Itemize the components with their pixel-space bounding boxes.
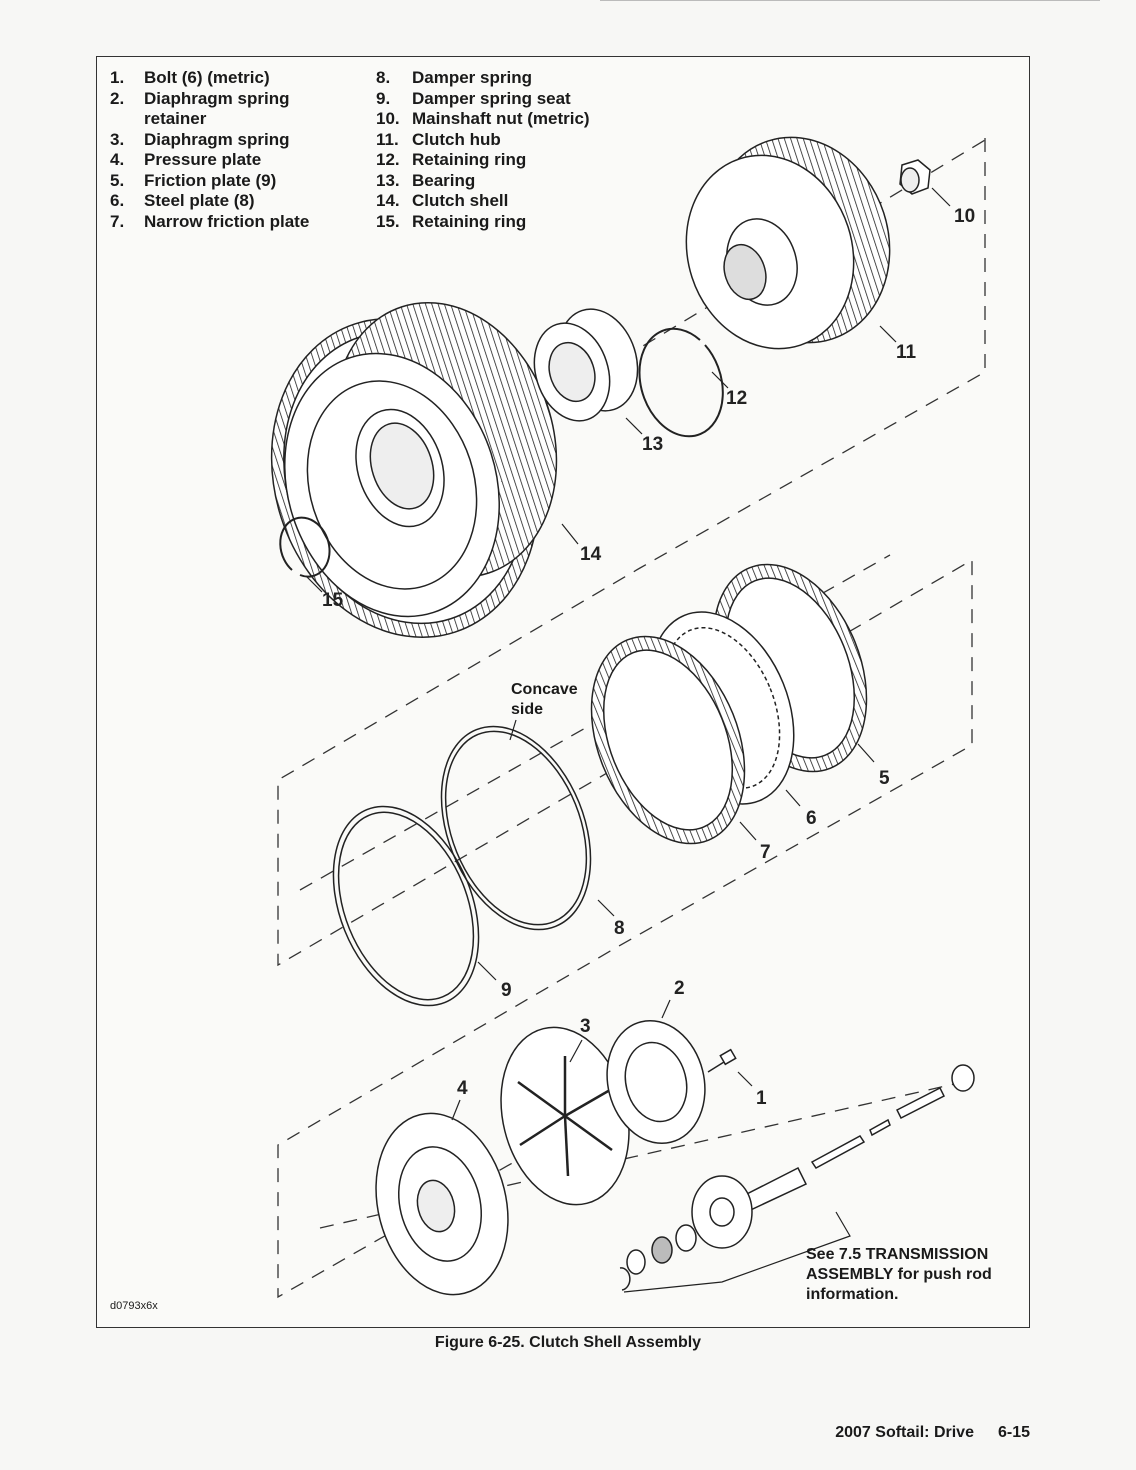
retaining-ring-upper bbox=[638, 327, 724, 438]
legend-label: Diaphragm spring bbox=[144, 129, 290, 149]
bolt bbox=[707, 1048, 737, 1073]
legend-label: Damper spring bbox=[412, 68, 532, 87]
callout-10: 10 bbox=[954, 206, 975, 227]
bearing bbox=[533, 308, 639, 422]
page-footer: 2007 Softail: Drive 6-15 bbox=[835, 1424, 1030, 1442]
callout-8: 8 bbox=[614, 918, 625, 939]
legend-number: 8. bbox=[376, 68, 391, 87]
legend-label: Mainshaft nut (metric) bbox=[412, 109, 590, 128]
callout-1: 1 bbox=[756, 1088, 767, 1109]
legend-number: 1. bbox=[110, 68, 125, 87]
push-rod-assembly bbox=[619, 1064, 975, 1291]
callout-11: 11 bbox=[896, 342, 917, 363]
legend-item: 11. Clutch hub bbox=[376, 130, 636, 151]
legend-number: 9. bbox=[376, 88, 391, 108]
callout-12: 12 bbox=[726, 388, 747, 409]
legend-label: Pressure plate bbox=[144, 150, 262, 169]
callout-13: 13 bbox=[642, 434, 663, 455]
retaining-ring-lower bbox=[279, 516, 331, 578]
legend-label: Narrow friction plate bbox=[144, 211, 310, 231]
legend-item: 7. Narrow friction plate bbox=[110, 212, 350, 233]
pressure-plate bbox=[375, 1112, 509, 1296]
push-rod-reference-note: See 7.5 TRANSMISSION ASSEMBLY for push r… bbox=[806, 1246, 992, 1303]
legend-number: 6. bbox=[110, 191, 125, 210]
legend-item: 9. Damper spring seat bbox=[376, 89, 636, 110]
legend-number: 7. bbox=[110, 211, 125, 231]
parts-legend-left: 1. Bolt (6) (metric) 2. Diaphragm spring r… bbox=[110, 68, 350, 232]
parts-legend-right: 8. Damper spring 9. Damper spring seat 10.… bbox=[376, 68, 636, 232]
callout-9: 9 bbox=[501, 980, 512, 1001]
footer-title: 2007 Softail: Drive bbox=[835, 1424, 974, 1441]
legend-label: Retaining ring bbox=[412, 211, 527, 231]
legend-label: Bolt (6) (metric) bbox=[144, 68, 270, 87]
figure-code: d0793x6x bbox=[110, 1300, 158, 1312]
legend-item: 3. Diaphragm spring bbox=[110, 130, 350, 151]
legend-number: 12. bbox=[376, 150, 400, 169]
legend-number: 2. bbox=[110, 88, 125, 108]
legend-number: 11. bbox=[376, 129, 399, 149]
callout-2: 2 bbox=[674, 978, 685, 999]
damper-spring-seat bbox=[332, 805, 480, 1007]
legend-number: 13. bbox=[376, 170, 400, 190]
callout-15: 15 bbox=[322, 590, 344, 611]
page-number: 6-15 bbox=[997, 1424, 1030, 1441]
mainshaft-nut bbox=[899, 159, 931, 195]
callout-7: 7 bbox=[760, 842, 771, 863]
legend-label: Clutch shell bbox=[412, 191, 509, 210]
legend-item: 12. Retaining ring bbox=[376, 150, 636, 171]
legend-item: 14. Clutch shell bbox=[376, 191, 636, 212]
legend-label: Friction plate (9) bbox=[144, 170, 277, 190]
clutch-hub bbox=[685, 136, 891, 350]
legend-label: Steel plate (8) bbox=[144, 191, 255, 210]
legend-number: 3. bbox=[110, 129, 125, 149]
legend-item: 10. Mainshaft nut (metric) bbox=[376, 109, 636, 130]
callout-3: 3 bbox=[580, 1016, 591, 1037]
legend-item: 4. Pressure plate bbox=[110, 150, 350, 171]
concave-side-note: Concave side bbox=[511, 681, 578, 718]
legend-label: Bearing bbox=[412, 170, 476, 190]
leader-lines bbox=[305, 187, 951, 1293]
callout-6: 6 bbox=[806, 808, 817, 829]
legend-item: 5. Friction plate (9) bbox=[110, 171, 350, 192]
legend-number: 15. bbox=[376, 211, 400, 231]
top-rule bbox=[600, 0, 1100, 1]
callout-4: 4 bbox=[457, 1078, 468, 1099]
diaphragm-spring bbox=[500, 1026, 630, 1206]
legend-item: 2. Diaphragm spring retainer bbox=[110, 89, 350, 130]
legend-number: 10. bbox=[376, 109, 400, 128]
damper-spring bbox=[440, 725, 592, 931]
diaphragm-spring-retainer bbox=[606, 1019, 706, 1145]
legend-item: 1. Bolt (6) (metric) bbox=[110, 68, 350, 89]
legend-label: Retaining ring bbox=[412, 150, 527, 169]
legend-item: 15. Retaining ring bbox=[376, 212, 636, 233]
legend-label: Clutch hub bbox=[412, 129, 501, 149]
callout-5: 5 bbox=[879, 768, 890, 789]
legend-label: Diaphragm spring retainer bbox=[144, 88, 290, 129]
figure-caption: Figure 6-25. Clutch Shell Assembly bbox=[434, 1334, 702, 1351]
legend-label: Damper spring seat bbox=[412, 88, 571, 108]
clutch-shell bbox=[270, 301, 558, 638]
legend-item: 8. Damper spring bbox=[376, 68, 636, 89]
legend-number: 14. bbox=[376, 191, 400, 210]
legend-number: 4. bbox=[110, 150, 125, 169]
legend-item: 6. Steel plate (8) bbox=[110, 191, 350, 212]
narrow-friction-plate bbox=[590, 635, 746, 845]
legend-number: 5. bbox=[110, 170, 125, 190]
legend-item: 13. Bearing bbox=[376, 171, 636, 192]
callout-14: 14 bbox=[580, 544, 602, 565]
